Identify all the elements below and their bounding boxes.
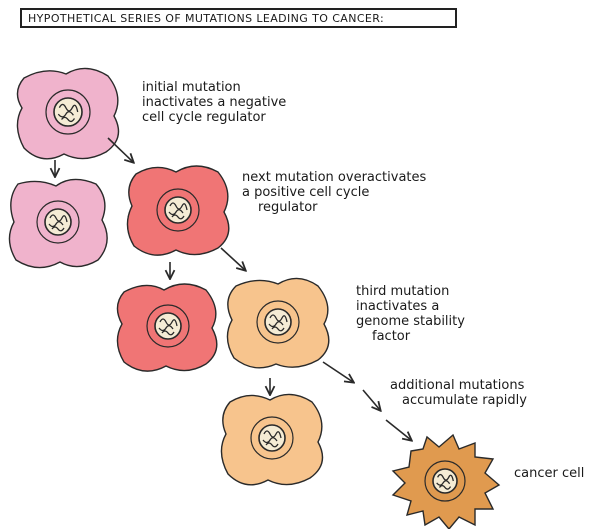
- annotation-line: regulator: [258, 200, 318, 215]
- cell-peach-daughter: [220, 393, 324, 486]
- chromatin: [436, 473, 454, 490]
- annotation-line: third mutation: [356, 284, 450, 299]
- chromatin: [48, 214, 68, 232]
- cell-red-daughter: [116, 283, 218, 372]
- annotation-line: inactivates a negative: [142, 95, 287, 110]
- arrow-pink-to-red: [107, 137, 133, 162]
- cell-peach-third: [226, 277, 330, 369]
- cell-initial-pink: [16, 67, 120, 160]
- annotation-additional-mutations: additional mutations accumulate rapidly: [390, 378, 527, 408]
- annotation-line: cancer cell: [514, 466, 585, 481]
- annotation-line: additional mutations: [390, 378, 525, 393]
- annotation-cancer-cell: cancer cell: [514, 466, 584, 481]
- arrow-peach-to-next: [322, 361, 353, 382]
- annotation-next-mutation: next mutation overactivates a positive c…: [242, 170, 426, 215]
- chromatin: [158, 318, 178, 336]
- arrow-to-cancer: [385, 419, 411, 440]
- annotation-line: a positive cell cycle: [242, 185, 370, 200]
- diagram-title: HYPOTHETICAL SERIES OF MUTATIONS LEADING…: [20, 8, 457, 28]
- annotation-line: genome stability: [356, 314, 465, 329]
- chromatin: [262, 430, 282, 448]
- annotation-initial-mutation: initial mutation inactivates a negative …: [142, 80, 286, 125]
- annotation-line: factor: [372, 329, 411, 344]
- cell-cancer: [391, 433, 501, 529]
- cell-red-second: [126, 165, 230, 256]
- annotation-line: inactivates a: [356, 299, 440, 314]
- arrow-to-accumulate: [362, 389, 380, 410]
- annotation-line: cell cycle regulator: [142, 110, 266, 125]
- chromatin: [268, 314, 288, 332]
- annotation-line: accumulate rapidly: [402, 393, 527, 408]
- cell-pink-daughter: [8, 178, 108, 269]
- chromatin: [57, 103, 79, 123]
- arrows: [55, 137, 411, 440]
- annotation-line: initial mutation: [142, 80, 241, 95]
- annotation-third-mutation: third mutation inactivates a genome stab…: [356, 284, 465, 344]
- arrow-red-to-peach: [220, 247, 245, 270]
- annotation-line: next mutation overactivates: [242, 170, 427, 185]
- chromatin: [168, 202, 188, 220]
